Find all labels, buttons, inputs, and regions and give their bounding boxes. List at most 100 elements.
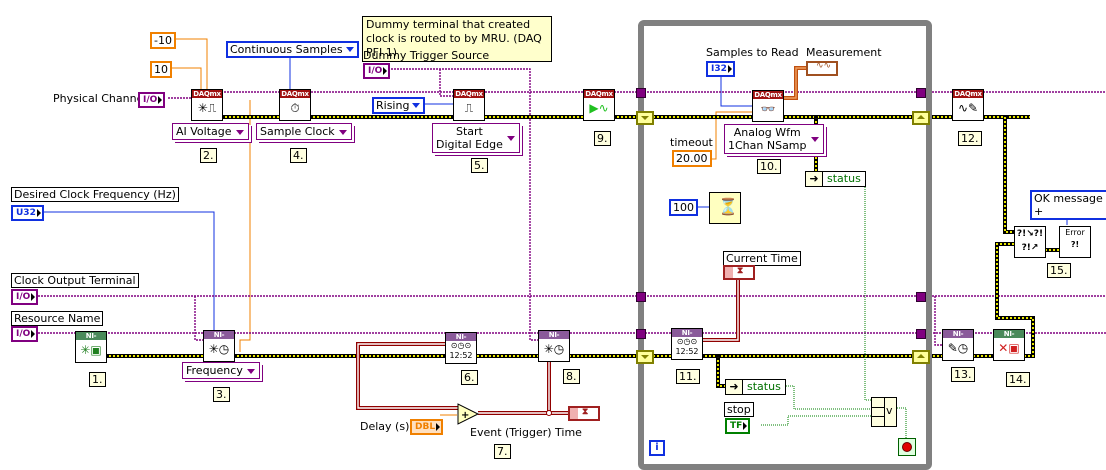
loop-tunnel [636,292,646,302]
create-channel-icon: ✳⎍ [197,101,217,115]
shift-register-left[interactable] [636,111,654,125]
nisync-create-future-time-event-vi[interactable]: NI-SYNC✳◷ [538,330,570,362]
clear-clock-icon: ✎◷ [947,341,969,355]
min-value-constant[interactable]: -10 [150,32,176,49]
dummy-trigger-source-control[interactable]: I/O [363,63,391,79]
step-label: 6. [461,370,478,385]
nisync-get-time-loop-vi[interactable]: NI-SYNC⊙◷⊙12:52 [671,328,703,360]
unbundle-arrow-icon: ➜ [726,380,743,394]
timestamp-icon: ⧗ [737,266,744,276]
clock-create-icon: ✳◷ [208,342,230,356]
digital-edge-icon: ⎍ [464,101,474,115]
merge-errors-icon: ?!↘?!?!↗ [1016,229,1044,253]
nisync-clear-clock-vi[interactable]: NI-SYNC✎◷ [942,329,974,361]
time-icon: ⊙◷⊙ [676,337,698,346]
sample-mode-value: Continuous Samples [230,43,343,56]
step-label: 3. [213,387,230,402]
step-label: 14. [1006,372,1030,387]
desired-clock-frequency-control[interactable]: U32 [11,205,44,221]
sample-mode-constant[interactable]: Continuous Samples [226,41,359,58]
comment-note: Dummy terminal that created clock is rou… [362,16,552,62]
daqmx-start-task-vi[interactable]: DAQmx▶∿ [583,89,615,121]
edge-constant[interactable]: Rising [372,97,426,114]
step-label: 13. [951,367,975,382]
shift-register-right[interactable] [912,350,930,364]
play-icon: ▶∿ [589,101,609,115]
iteration-terminal: i [649,440,665,456]
error-bubble-icon: Error?! [1065,228,1085,249]
timeout-constant[interactable]: 20.00 [672,150,712,167]
dropdown-arrow-icon [345,47,354,52]
event-time-label: Event (Trigger) Time [470,426,582,439]
glasses-icon: 👓 [760,102,776,116]
add-function[interactable]: + [457,403,480,425]
step-label: 7. [494,444,511,459]
daqmx-clear-task-vi[interactable]: DAQmx∿✎ [952,89,984,121]
step-label: 11. [676,369,700,384]
simple-error-handler-vi[interactable]: Error?! [1059,226,1091,258]
merge-errors-function[interactable]: ?!↘?!?!↗ [1014,226,1046,258]
step-label: 8. [563,369,580,384]
clock-icon: ⏱ [290,101,300,115]
measurement-label: Measurement [806,46,882,59]
loop-tunnel [916,88,926,98]
stop-condition-terminal[interactable] [898,438,916,456]
status-indicator: ➜status [805,171,866,187]
step-label: 2. [200,148,217,163]
eraser-icon: ∿✎ [957,101,979,115]
nisync-close-vi[interactable]: NI-SYNC✕▣ [993,329,1025,361]
daqmx-timing-vi[interactable]: DAQmx⏱ [279,89,311,121]
step-label: 1. [89,372,106,387]
max-value-constant[interactable]: 10 [150,61,172,78]
dropdown-arrow-icon [235,129,244,135]
shift-register-right[interactable] [912,111,930,125]
current-time-label: Current Time [723,251,801,266]
ai-voltage-selector[interactable]: AI Voltage [172,123,249,140]
metronome-icon: ⏳ [718,197,738,216]
svg-text:+: + [461,410,469,421]
dropdown-arrow-icon [810,137,819,142]
timeout-label: timeout [670,136,713,149]
read-type-selector[interactable]: Analog Wfm 1Chan NSamp [724,124,824,154]
frequency-selector[interactable]: Frequency [182,362,260,379]
wait-until-next-ms-function[interactable]: ⏳ [709,192,741,224]
timestamp-junction [546,410,552,416]
dummy-trigger-source-label: Dummy Trigger Source [363,49,490,62]
time-icon: ⊙◷⊙ [450,341,472,350]
future-event-icon: ✳◷ [543,342,565,356]
daqmx-read-vi[interactable]: DAQmx👓 [752,90,784,122]
measurement-indicator: ∿∿ [806,61,838,76]
shift-register-left[interactable] [636,350,654,364]
close-icon: ✕▣ [998,341,1020,355]
wait-ms-constant[interactable]: 100 [669,199,698,216]
loop-tunnel [916,292,926,302]
step-label: 4. [290,148,307,163]
step-label: 12. [958,131,982,146]
waveform-icon: ∿∿ [816,61,832,71]
start-trigger-selector[interactable]: Start Digital Edge [432,123,520,153]
compound-or-function[interactable]: v [871,397,897,427]
nisync-initialize-vi[interactable]: NI-SYNC✳▣ [75,331,107,363]
error-message-constant[interactable]: OK message + [1030,190,1106,220]
resource-name-control[interactable]: I/O [11,326,39,342]
delay-control[interactable]: DBL [410,419,444,435]
clock-output-terminal-control[interactable]: I/O [11,289,39,305]
physical-channel-label: Physical Channel [53,92,147,105]
physical-channel-control[interactable]: I/O [138,92,166,108]
nisync-create-clock-vi[interactable]: NI-SYNC✳◷ [203,330,235,362]
boolean-wires [761,177,907,438]
nisync-get-time-vi[interactable]: NI-SYNC⊙◷⊙12:52 [445,332,477,364]
timestamp-wires [356,280,740,415]
stop-control[interactable]: TF [725,418,751,434]
dropdown-arrow-icon [506,136,515,141]
dropdown-arrow-icon [246,368,255,374]
timestamp-icon: ⧗ [582,407,589,417]
error-junction [814,115,818,119]
unbundle-arrow-icon: ➜ [806,172,823,186]
waveform-wire [782,66,808,100]
samples-to-read-control[interactable]: I32 [706,61,735,77]
sample-clock-selector[interactable]: Sample Clock [256,123,352,140]
daqmx-trigger-vi[interactable]: DAQmx⎍ [453,89,485,121]
clock-output-terminal-label: Clock Output Terminal [11,273,139,288]
daqmx-create-channel-vi[interactable]: DAQmx✳⎍ [191,89,223,121]
